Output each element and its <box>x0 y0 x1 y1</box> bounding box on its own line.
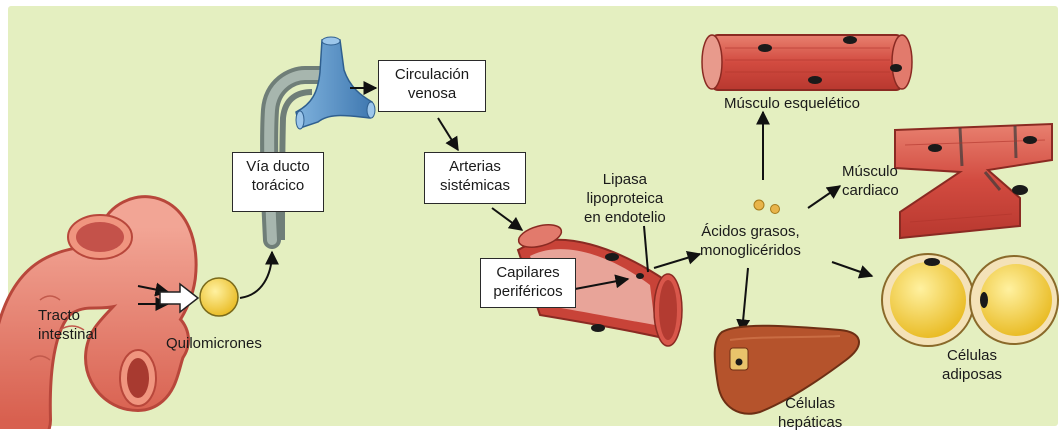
label-tracto-intestinal: Tracto intestinal <box>38 306 97 344</box>
label-celulas-hepaticas: Células hepáticas <box>778 394 842 432</box>
arrow-chylomicron-duct <box>240 252 272 298</box>
skeletal-muscle-illustration <box>702 35 912 90</box>
arrow-vessel-acidos <box>654 254 700 268</box>
arrow-acidos-adiposas <box>832 262 872 276</box>
fatty-acid-droplet <box>771 205 780 214</box>
lipasa-pointer <box>644 226 648 272</box>
arrow-acidos-musculo-cardiaco <box>808 186 840 208</box>
box-circulacion-venosa: Circulación venosa <box>378 60 486 112</box>
box-arterias-sistemicas: Arterias sistémicas <box>424 152 526 204</box>
arrow-acidos-hepaticas <box>742 268 748 332</box>
cardiac-muscle-illustration <box>895 124 1052 238</box>
label-celulas-adiposas: Células adiposas <box>942 346 1002 384</box>
label-acidos-grasos: Ácidos grasos, monoglicéridos <box>700 222 801 260</box>
arrow-arterias-vessel <box>492 208 522 230</box>
adipose-cells-illustration <box>882 254 1058 346</box>
arrow-circulation-arterias <box>438 118 458 150</box>
label-lipasa: Lipasa lipoproteica en endotelio <box>584 170 666 227</box>
chylomicron-particle <box>200 278 238 316</box>
box-capilares-perifericos: Capilares periféricos <box>480 258 576 308</box>
box-via-ducto: Vía ducto torácico <box>232 152 324 212</box>
label-quilomicrones: Quilomicrones <box>166 334 262 353</box>
label-musculo-esqueletico: Músculo esquelético <box>724 94 860 113</box>
label-musculo-cardiaco: Músculo cardiaco <box>842 162 899 200</box>
fatty-acid-droplet <box>754 200 764 210</box>
